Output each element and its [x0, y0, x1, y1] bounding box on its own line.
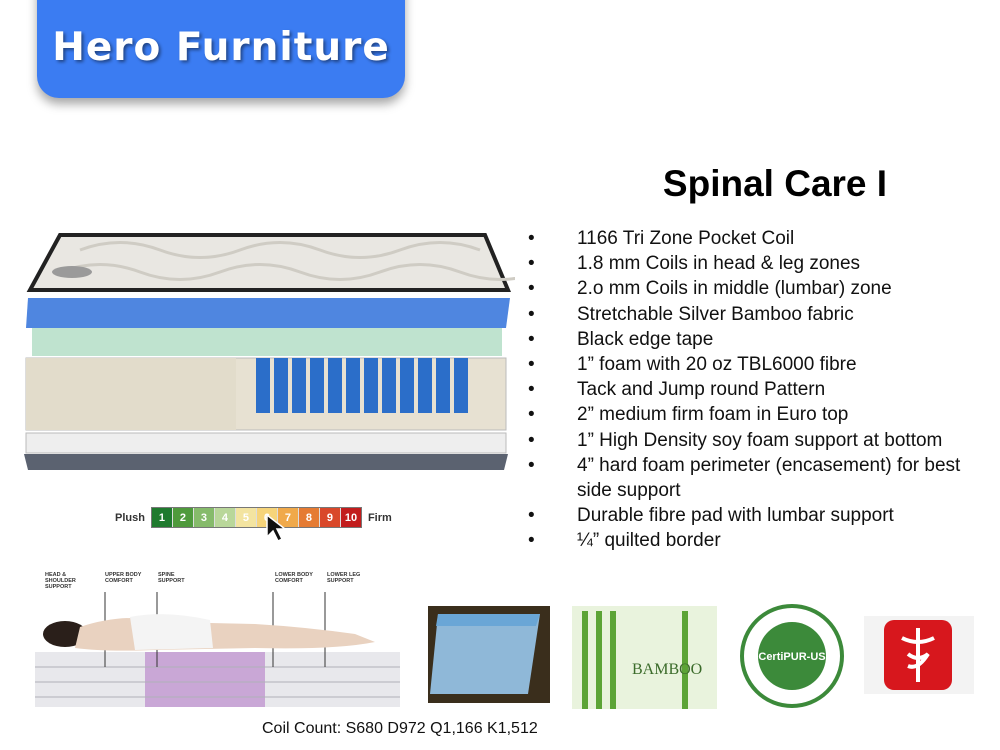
zone-label: SPINE SUPPORT [158, 572, 185, 584]
feature-item: •Tack and Jump round Pattern [528, 379, 826, 401]
gel-foam-thumbnail [428, 606, 550, 703]
product-title: Spinal Care I [662, 163, 888, 204]
scale-level: 8 [298, 508, 320, 527]
feature-item: •Durable fibre pad with lumbar support [528, 505, 894, 527]
medical-badge [864, 616, 974, 694]
firmness-scale: Plush 1 2 3 4 5 6 7 8 9 10 Firm [115, 506, 392, 529]
zone-label: LOWER BODY COMFORT [275, 572, 313, 584]
zone-label: LOWER LEG SUPPORT [327, 572, 361, 584]
medical-caduceus-icon [901, 628, 935, 682]
scale-label-plush: Plush [115, 511, 145, 524]
feature-item: •4” hard foam perimeter (encasement) for… [528, 454, 961, 502]
feature-item: •Black edge tape [528, 328, 714, 350]
zone-label: UPPER BODY COMFORT [105, 572, 142, 584]
brand-name: Hero Furniture [52, 25, 390, 70]
feature-item: •2.o mm Coils in middle (lumbar) zone [528, 278, 892, 300]
certipur-badge: CertiPUR-US [740, 604, 844, 708]
mattress-cross-section-image [24, 233, 515, 470]
feature-item: •1166 Tri Zone Pocket Coil [528, 228, 795, 249]
scale-level: 5 [235, 508, 257, 527]
certipur-text: CertiPUR-US [758, 651, 825, 663]
scale-level: 2 [172, 508, 194, 527]
bamboo-text: BAMBOO [632, 661, 702, 678]
cursor-arrow-icon [266, 513, 287, 543]
feature-list: •1166 Tri Zone Pocket Coil •1.8 mm Coils… [522, 226, 982, 554]
bamboo-badge: BAMBOO [572, 606, 717, 709]
scale-level: 10 [340, 508, 361, 527]
feature-item: •1.8 mm Coils in head & leg zones [528, 253, 861, 275]
brand-header: Hero Furniture [37, 0, 405, 98]
scale-level: 4 [214, 508, 236, 527]
feature-item: •1” foam with 20 oz TBL6000 fibre [528, 354, 857, 376]
scale-level: 3 [193, 508, 215, 527]
scale-level: 7 [277, 508, 299, 527]
scale-level: 9 [319, 508, 341, 527]
feature-item: •2” medium firm foam in Euro top [528, 404, 849, 426]
feature-item: •Stretchable Silver Bamboo fabric [528, 303, 854, 325]
support-zone-labels: HEAD & SHOULDER SUPPORT UPPER BODY COMFO… [35, 572, 400, 602]
feature-item: •¼” quilted border [528, 530, 721, 552]
coil-count: Coil Count: S680 D972 Q1,166 K1,512 [262, 720, 538, 737]
scale-label-firm: Firm [367, 511, 392, 524]
scale-level: 1 [151, 508, 173, 527]
body-support-image [35, 592, 400, 707]
scale-cells: 1 2 3 4 5 6 7 8 9 10 [150, 507, 362, 528]
feature-item: •1” High Density soy foam support at bot… [528, 429, 943, 451]
zone-label: HEAD & SHOULDER SUPPORT [45, 572, 76, 590]
